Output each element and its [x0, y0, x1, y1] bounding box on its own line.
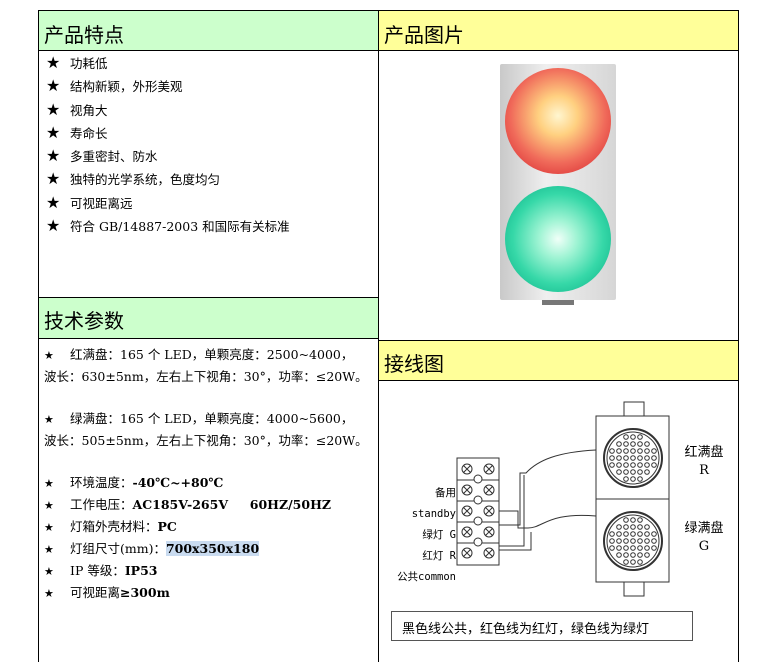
- params-list: ★ 红满盘：165 个 LED，单颗亮度：2500~4000， 波长：630±5n…: [38, 338, 378, 662]
- traffic-light-photo: [500, 64, 616, 305]
- param-item: ★IP 等级：IP53: [44, 563, 158, 578]
- green-lamp: [505, 186, 611, 292]
- star-icon: ★: [46, 146, 61, 166]
- wiring-header: 接线图: [378, 340, 738, 380]
- star-icon: ★: [46, 53, 61, 72]
- feature-item: ★结构新颖，外形美观: [46, 75, 378, 98]
- star-icon: ★: [46, 122, 61, 142]
- param-item: ★灯箱外壳材料：PC: [44, 519, 177, 534]
- terminal-labels: 备用standby 绿灯 G 红灯 R 公共common: [397, 487, 456, 583]
- params-header: 技术参数: [38, 297, 378, 338]
- param-item: ★可视距离≥300m: [44, 585, 170, 600]
- star-icon: ★: [46, 169, 61, 189]
- param-item: ★工作电压：AC185V-265V 60HZ/50HZ: [44, 497, 332, 512]
- wiring-diagram: [456, 401, 670, 597]
- star-icon: ★: [44, 413, 54, 426]
- feature-item: ★多重密封、防水: [46, 145, 378, 168]
- red-spec-line2: 波长：630±5nm，左右上下视角：30°，功率：≤20W。: [44, 369, 368, 384]
- star-icon: ★: [46, 192, 61, 212]
- features-list: ★功耗低 ★结构新颖，外形美观 ★视角大 ★寿命长 ★多重密封、防水 ★独特的光…: [38, 50, 378, 297]
- feature-item: ★视角大: [46, 99, 378, 122]
- green-spec-line2: 波长：505±5nm，左右上下视角：30°，功率：≤20W。: [44, 433, 368, 448]
- feature-item: ★寿命长: [46, 122, 378, 145]
- features-header: 产品特点: [38, 11, 378, 50]
- green-spec-line1: 绿满盘：165 个 LED，单颗亮度：4000~5600，: [70, 411, 354, 426]
- param-item: ★环境温度：-40℃~+80℃: [44, 475, 224, 490]
- wiring-note: 黑色线公共，红色线为红灯，绿色线为绿灯: [391, 611, 693, 641]
- star-icon: ★: [46, 76, 61, 96]
- picture-header: 产品图片: [378, 11, 738, 50]
- feature-item: ★可视距离远: [46, 192, 378, 215]
- red-lamp: [505, 68, 611, 174]
- star-icon: ★: [46, 216, 61, 236]
- param-item: ★灯组尺寸(mm)：700x350x180: [44, 541, 260, 556]
- feature-item: ★独特的光学系统，色度均匀: [46, 168, 378, 191]
- star-icon: ★: [46, 99, 61, 119]
- star-icon: ★: [44, 349, 54, 362]
- red-spec-line1: 红满盘：165 个 LED，单颗亮度：2500~4000，: [70, 347, 354, 362]
- feature-item: ★功耗低: [46, 52, 378, 75]
- feature-item: ★符合 GB/14887-2003 和国际有关标准: [46, 215, 378, 238]
